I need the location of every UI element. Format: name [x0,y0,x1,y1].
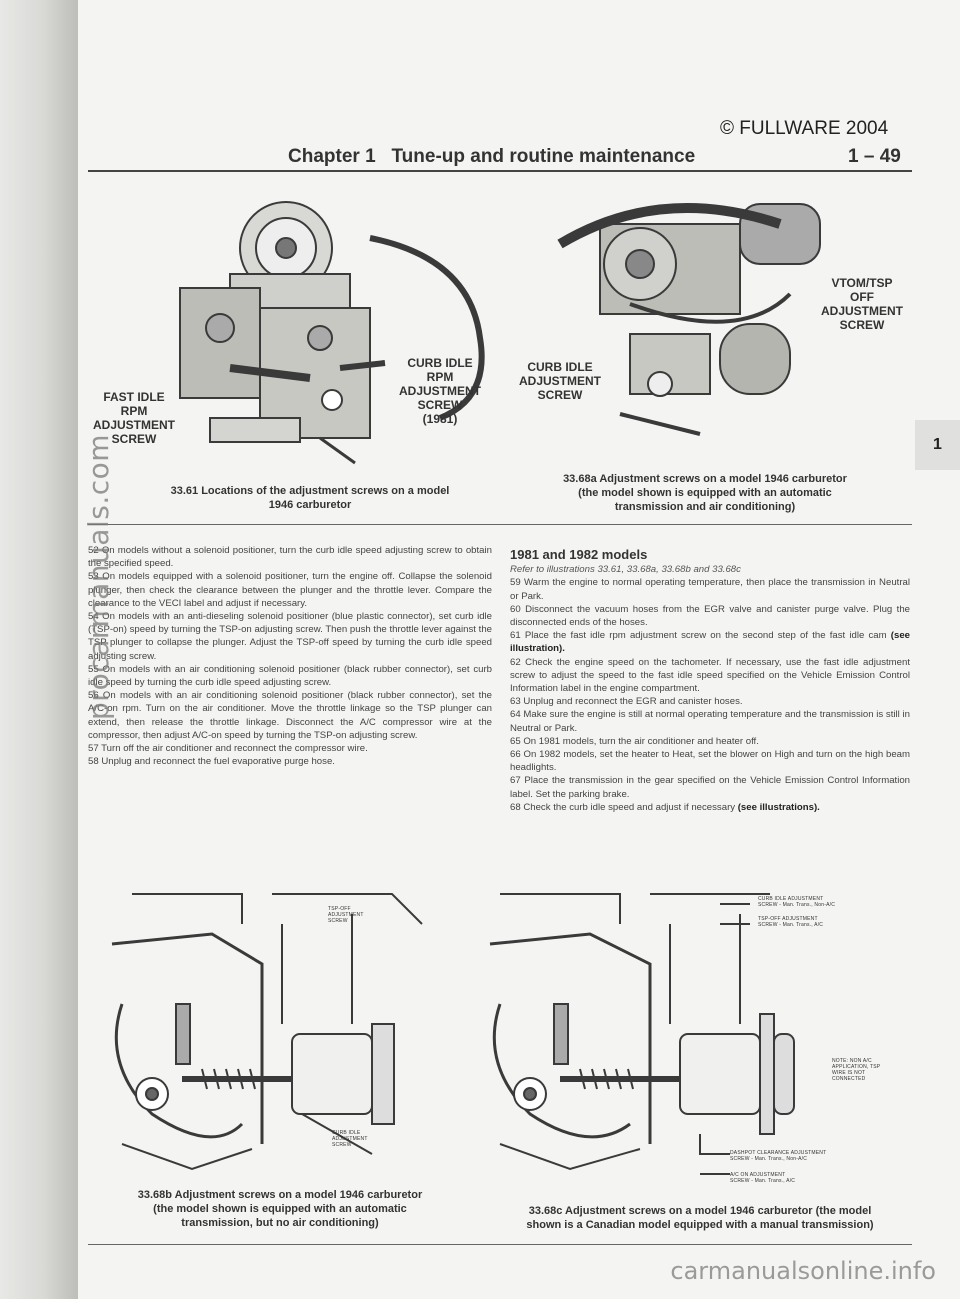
paragraph-63: 63 Unplug and reconnect the EGR and cani… [510,696,743,708]
carburetor-illustration-33-61 [179,201,485,465]
callout-tsp-off-33-68b: TSP-OFF ADJUSTMENT SCREW [328,906,364,924]
paragraph-61: 61 Place the fast idle rpm adjustment sc… [510,630,910,655]
caption-33-68a: 33.68a Adjustment screws on a model 1946… [563,473,847,513]
callout-note-33-68c: NOTE: NON A/C APPLICATION, TSP WIRE IS N… [832,1058,881,1082]
paragraph-68: 68 Check the curb idle speed and adjust … [510,801,820,813]
callout-vtom-33-68a: VTOM/TSP OFF ADJUSTMENT SCREW [820,276,903,332]
left-text-column: 52 On models without a solenoid position… [88,544,492,768]
see-illustration-ref: (see illustration). [510,630,910,655]
paragraph-65: 65 On 1981 models, turn the air conditio… [510,735,759,747]
header-rule [88,170,912,172]
paragraph-53: 53 On models equipped with a solenoid po… [88,571,492,609]
callout-ac-on-33-68c: A/C ON ADJUSTMENT SCREW - Man. Trans., A… [730,1172,796,1184]
book-spine-shadow [0,0,78,1299]
copyright-notice: © FULLWARE 2004 [720,118,889,139]
carburetor-illustration-33-68b [111,893,423,1171]
figure-33-68a [540,184,840,454]
paragraph-54: 54 On models with an anti-dieseling sole… [88,611,492,662]
callout-tsp-off-33-68c: TSP-OFF ADJUSTMENT SCREW - Man. Trans., … [758,916,824,928]
paragraph-59: 59 Warm the engine to normal operating t… [510,577,910,602]
see-illustrations-ref: (see illustrations). [737,801,820,813]
chapter-title: Chapter 1 Tune-up and routine maintenanc… [288,146,696,167]
caption-33-68b: 33.68b Adjustment screws on a model 1946… [137,1189,423,1229]
figure-33-68c [470,884,920,1190]
carburetor-illustration-33-68c [489,893,795,1175]
paragraph-60: 60 Disconnect the vacuum hoses from the … [510,603,910,629]
paragraph-64: 64 Make sure the engine is still at norm… [510,709,910,734]
paragraph-66: 66 On 1982 models, set the heater to Hea… [510,749,910,774]
callout-curb-idle-33-68b: CURB IDLE ADJUSTMENT SCREW [332,1130,368,1148]
watermark-left: procarmanuals.com [82,433,115,720]
callout-dashpot-33-68c: DASHPOT CLEARANCE ADJUSTMENT SCREW - Man… [730,1150,827,1162]
callout-curb-idle-33-61: CURB IDLE RPM ADJUSTMENT SCREW (1981) [398,356,481,426]
watermark-bottom: carmanualsonline.info [670,1257,936,1285]
carburetor-illustration-33-68a [557,203,821,436]
page-number: 1 – 49 [848,146,901,167]
caption-33-61: 33.61 Locations of the adjustment screws… [170,485,450,511]
footer-rule [88,1244,912,1245]
section-rule [88,524,912,525]
callout-curb-idle-33-68a: CURB IDLE ADJUSTMENT SCREW [518,360,601,402]
paragraph-57: 57 Turn off the air conditioner and reco… [88,743,368,755]
figure-33-68b [92,884,474,1174]
illustration-reference: Refer to illustrations 33.61, 33.68a, 33… [510,564,741,576]
right-text-column: 1981 and 1982 models Refer to illustrati… [510,548,910,814]
caption-33-68c: 33.68c Adjustment screws on a model 1946… [526,1205,874,1231]
callout-fast-idle-33-61: FAST IDLE RPM ADJUSTMENT SCREW [92,390,175,446]
paragraph-58: 58 Unplug and reconnect the fuel evapora… [88,756,335,768]
paragraph-52: 52 On models without a solenoid position… [88,545,492,570]
paragraph-56: 56 On models with an air conditioning so… [88,690,492,741]
chapter-side-tab: 1 [915,420,960,470]
section-heading: 1981 and 1982 models [510,547,648,562]
paragraph-67: 67 Place the transmission in the gear sp… [510,775,910,800]
paragraph-55: 55 On models with an air conditioning so… [88,663,492,689]
callout-curb-idle-33-68c: CURB IDLE ADJUSTMENT SCREW - Man. Trans.… [758,896,836,908]
figure-33-61 [140,178,500,468]
paragraph-62: 62 Check the engine speed on the tachome… [510,656,910,695]
